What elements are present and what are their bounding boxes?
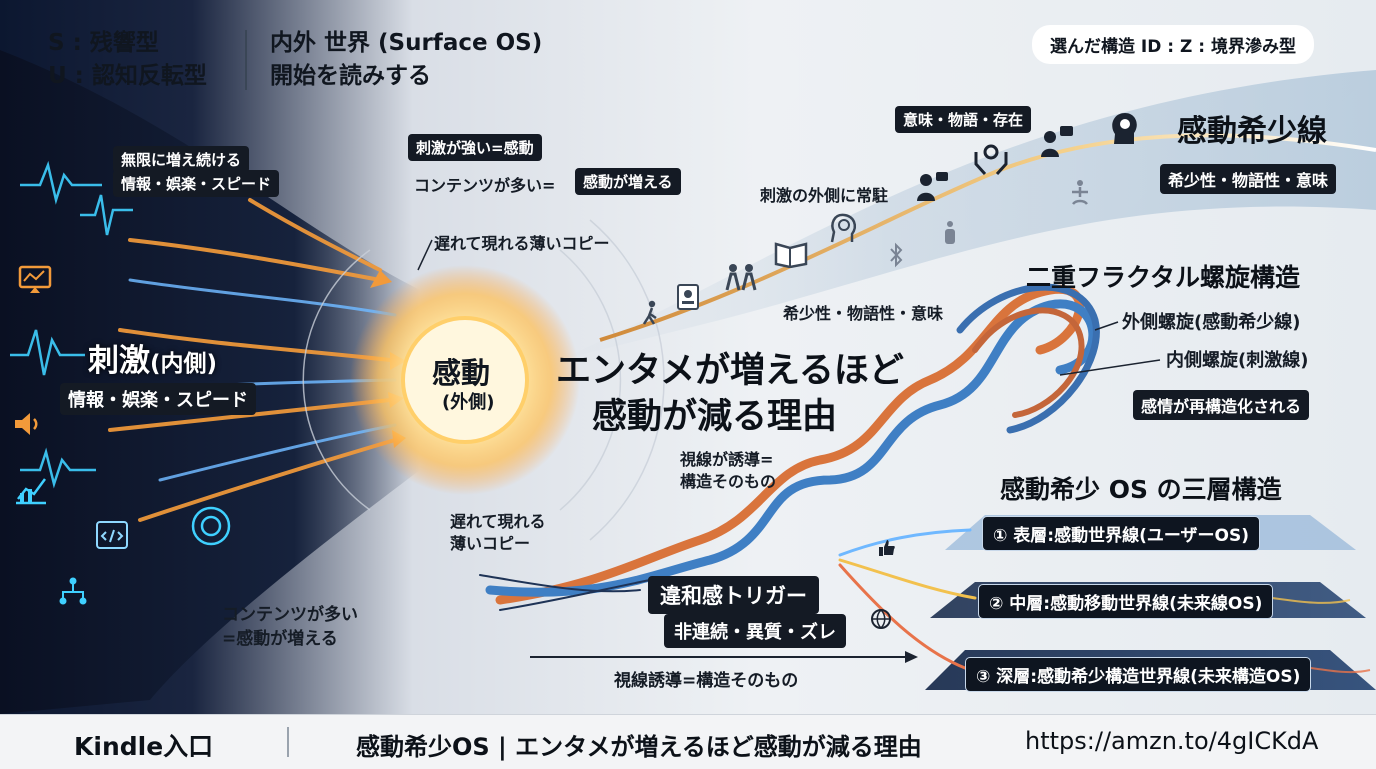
footer-bar: Kindle入口 感動希少OS | エンタメが増えるほど感動が減る理由 http… — [0, 714, 1376, 769]
people-group-icon — [725, 264, 757, 291]
late-copy-top: 遅れて現れる薄いコピー — [434, 234, 610, 253]
waveform-2 — [10, 329, 85, 376]
header-divider — [245, 30, 247, 90]
chart-icon — [16, 478, 47, 505]
layer-link-1 — [838, 528, 972, 557]
footer-divider — [287, 727, 289, 757]
helix-thread-2 — [479, 574, 641, 593]
outside-resident-label: 刺激の外側に常駐 — [760, 186, 889, 205]
layer-link-2 — [838, 558, 977, 600]
person-chat-icon — [1041, 126, 1073, 157]
main-title-2: 感動が減る理由 — [592, 397, 838, 437]
main-title-1: エンタメが増えるほど — [556, 351, 904, 391]
profile-card-icon — [677, 284, 699, 310]
infinite-label-2: 情報・娯楽・スピード — [113, 170, 280, 197]
kando-orb — [401, 316, 529, 444]
globe-icon — [871, 609, 891, 630]
header-left-line1: S : 残響型 — [48, 30, 159, 56]
gaze-bottom-label: 視線誘導=構造そのもの — [614, 671, 799, 691]
arrow-head-1 — [370, 270, 392, 288]
gaze-label-2: 構造そのもの — [680, 472, 777, 491]
late-copy-1: 遅れて現れる — [450, 512, 546, 531]
header-center-line2: 開始を読みする — [270, 63, 431, 89]
scarcity-line-sub: 希少性・物語性・意味 — [1160, 164, 1337, 194]
waveform-1 — [20, 160, 102, 205]
layer-item-2: ② 中層:感動移動世界線(未来線OS) — [978, 584, 1274, 619]
kando-increase-label: 感動が増える — [575, 168, 681, 195]
trigger-sub: 非連続・異質・ズレ — [664, 614, 846, 648]
layer-item-1: ① 表層:感動世界線(ユーザーOS) — [982, 516, 1261, 551]
kando-sub-label: (外側) — [442, 392, 495, 413]
stimulus-title: 刺激(内側) — [88, 335, 217, 380]
monitor-icon — [18, 265, 52, 293]
helix-loop-inner — [972, 307, 1085, 418]
structure-id-badge: 選んだ構造 ID : Z : 境界滲み型 — [1032, 25, 1314, 64]
restructure-label: 感情が再構造化される — [1133, 390, 1310, 420]
helix-outer-label: 外側螺旋(感動希少線) — [1122, 312, 1301, 333]
infinite-label-1: 無限に増え続ける — [113, 146, 250, 173]
stimulus-title-main: 刺激 — [88, 343, 150, 379]
amazon-url-link[interactable]: https://amzn.to/4gICKdA — [1025, 727, 1319, 755]
stream-arrow-4 — [138, 438, 397, 522]
leader-inner — [1059, 359, 1161, 376]
book-icon — [774, 242, 808, 268]
blue-stream-1 — [128, 278, 397, 317]
network-icon — [59, 577, 87, 605]
waveform-3 — [20, 447, 96, 489]
target-icon — [191, 506, 231, 546]
contents-more-1: コンテンツが多い — [222, 605, 358, 625]
meditating-figure-icon — [1072, 180, 1088, 205]
trigger-title: 違和感トリガー — [648, 576, 819, 614]
layer-item-3: ③ 深層:感動希少構造世界線(未来構造OS) — [965, 657, 1312, 692]
helix-title: 二重フラクタル螺旋構造 — [1026, 263, 1301, 292]
strong-stim-label: 刺激が強い=感動 — [408, 134, 542, 161]
stimulus-sub: 情報・娯楽・スピード — [60, 383, 256, 415]
helix-thread-1 — [499, 579, 651, 611]
book-title-link[interactable]: 感動希少OS | エンタメが増えるほど感動が減る理由 — [356, 733, 922, 761]
leader-outer — [1094, 321, 1119, 331]
helix-outer-strand — [485, 299, 1098, 597]
ripple-1 — [559, 249, 622, 511]
waveform-4 — [80, 194, 133, 236]
stream-arrow-1 — [128, 238, 382, 282]
header-center-line1: 内外 世界 (Surface OS) — [270, 30, 543, 56]
gaze-arrow-head — [905, 651, 918, 663]
layers-title: 感動希少 OS の三層構造 — [1000, 475, 1282, 504]
thumbs-up-icon — [879, 540, 895, 556]
stream-arrow-5 — [248, 198, 382, 272]
helix-inner-label: 内側螺旋(刺激線) — [1166, 350, 1309, 371]
ripple-3 — [302, 249, 371, 511]
brain-head-icon — [830, 213, 856, 243]
speaker-icon — [15, 413, 38, 435]
hands-icon — [974, 144, 1008, 176]
standing-figure-icon — [945, 221, 955, 244]
brain-icon — [1112, 113, 1137, 144]
late-copy-2: 薄いコピー — [450, 534, 531, 553]
kindle-link[interactable]: Kindle入口 — [74, 732, 214, 761]
leader-late — [417, 239, 433, 271]
helix-inner-strand — [495, 284, 1084, 605]
layer-link-3 — [838, 563, 967, 670]
scarcity-line-title: 感動希少線 — [1177, 114, 1327, 149]
header-left-line2: U : 認知反転型 — [48, 63, 207, 89]
helix-loop-outer — [956, 283, 1100, 434]
scarcity-mid-label: 希少性・物語性・意味 — [783, 304, 944, 323]
meaning-label: 意味・物語・存在 — [895, 106, 1032, 133]
person-speech-icon — [917, 172, 948, 201]
bluetooth-icon — [890, 242, 903, 268]
contents-more-center: コンテンツが多い= — [414, 176, 556, 195]
scarcity-band — [560, 70, 1376, 360]
gaze-label-1: 視線が誘導= — [680, 450, 774, 469]
code-window-icon — [96, 521, 128, 549]
ripple-2 — [589, 219, 665, 541]
contents-more-2: =感動が増える — [222, 629, 338, 649]
kando-label: 感動 — [432, 356, 491, 390]
stimulus-title-paren: (内側) — [150, 351, 218, 377]
walking-person-icon — [642, 300, 657, 325]
